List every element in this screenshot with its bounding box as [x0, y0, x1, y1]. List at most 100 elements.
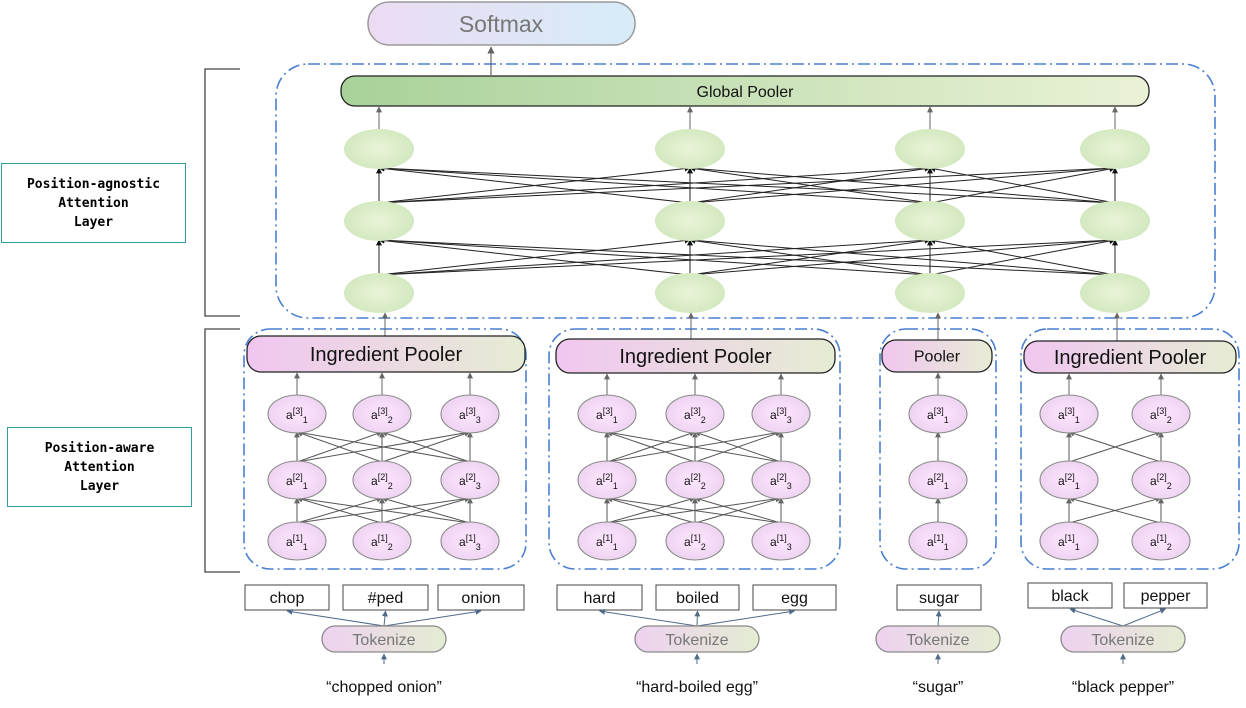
tokenize-box: [634, 625, 760, 653]
ingredient-pooler-label: Ingredient Pooler: [619, 346, 772, 368]
agnostic-connection: [689, 237, 931, 276]
attention-node-label: a[3]3: [770, 406, 792, 425]
attention-node: a[2]1: [908, 460, 968, 500]
agnostic-connection: [378, 165, 931, 204]
attention-node-label: a[1]1: [927, 533, 949, 552]
agnostic-node: [344, 129, 414, 169]
agnostic-container: [275, 63, 1216, 319]
aware-connection: [1068, 430, 1162, 463]
tokenize-label: Tokenize: [1091, 632, 1154, 649]
ingredient-pooler-box: [1023, 340, 1237, 374]
token-label: #ped: [368, 590, 404, 607]
attention-node: a[3]2: [352, 394, 412, 434]
aware-connection: [381, 430, 471, 463]
agnostic-node: [344, 201, 414, 241]
tokenize-to-token-arrow: [383, 608, 482, 627]
global-pooler-box: Global Pooler: [340, 75, 1150, 107]
attention-node-label: a[2]2: [371, 472, 393, 491]
attention-node-label: a[1]2: [371, 533, 393, 552]
tokenize-to-token-arrow: [286, 608, 385, 627]
tokenize-to-token-arrow: [598, 608, 698, 627]
attention-node: a[1]2: [665, 521, 725, 561]
token-box: [1027, 582, 1113, 609]
token-box: [556, 584, 643, 611]
ingredient-pooler-box: [881, 339, 993, 373]
agnostic-connection: [378, 165, 691, 204]
tokenize-to-token-arrow: [1069, 607, 1124, 627]
token-label: egg: [781, 590, 808, 607]
agnostic-node: [895, 201, 965, 241]
attention-node: a[3]1: [1039, 394, 1099, 434]
ingredient-pooler-box: [246, 335, 526, 373]
aware-connection: [606, 430, 696, 463]
token-label: pepper: [1141, 588, 1191, 605]
attention-node-label: a[1]2: [684, 533, 706, 552]
aware-connection: [694, 430, 782, 463]
agnostic-node: [655, 201, 725, 241]
aware-connection: [296, 430, 383, 463]
attention-node: a[2]3: [440, 460, 500, 500]
agnostic-connection: [378, 237, 691, 276]
softmax-box: Softmax: [367, 1, 636, 46]
attention-node: a[2]1: [577, 460, 637, 500]
attention-node-label: a[1]2: [1150, 533, 1172, 552]
agnostic-node: [344, 273, 414, 313]
aware-group-container: [548, 328, 841, 570]
attention-node: a[2]1: [1039, 460, 1099, 500]
attention-node-label: a[1]1: [596, 533, 618, 552]
aware-connection: [296, 429, 471, 463]
position-aware-label: Position-aware Attention Layer: [7, 427, 192, 507]
token-box: [896, 584, 982, 611]
tokenize-to-token-arrow: [1122, 608, 1167, 627]
token-label: sugar: [919, 590, 960, 607]
attention-node-label: a[2]3: [770, 472, 792, 491]
attention-node: a[2]3: [751, 460, 811, 500]
agnostic-node: [1080, 129, 1150, 169]
attention-node-label: a[1]3: [770, 533, 792, 552]
agnostic-node: [1080, 273, 1150, 313]
attention-node-label: a[3]2: [371, 406, 393, 425]
agnostic-connection: [689, 165, 1116, 204]
tokenize-label: Tokenize: [906, 632, 969, 649]
attention-node-label: a[3]3: [459, 406, 481, 425]
ingredient-pooler-box: [555, 338, 836, 374]
token-box: [655, 584, 740, 611]
softmax-label: Softmax: [459, 11, 544, 37]
attention-node: a[3]3: [751, 394, 811, 434]
token-box: [437, 584, 525, 611]
aware-connection: [1068, 496, 1162, 524]
token-label: black: [1051, 588, 1089, 605]
attention-node: a[1]3: [751, 521, 811, 561]
input-phrase: “black pepper”: [1072, 679, 1174, 696]
attention-node: a[2]2: [665, 460, 725, 500]
attention-node: a[1]3: [440, 521, 500, 561]
attention-node: a[1]2: [352, 521, 412, 561]
agnostic-connection: [689, 165, 931, 204]
ingredient-pooler-label: Pooler: [914, 349, 961, 366]
tokenize-to-token-arrow: [935, 610, 942, 627]
attention-node-label: a[2]1: [596, 472, 618, 491]
attention-node: a[3]2: [1131, 394, 1191, 434]
aware-connection: [606, 496, 696, 524]
attention-node-label: a[3]1: [927, 406, 949, 425]
input-phrase: “chopped onion”: [326, 679, 442, 696]
aware-bracket: [204, 328, 240, 573]
aware-connection: [694, 496, 782, 524]
token-box: [244, 584, 330, 611]
agnostic-node: [1080, 201, 1150, 241]
aware-group-container: [1020, 328, 1240, 570]
attention-node: a[1]1: [577, 521, 637, 561]
agnostic-connection: [378, 237, 931, 276]
attention-node-label: a[3]1: [1058, 406, 1080, 425]
tokenize-to-token-arrow: [696, 608, 796, 627]
token-box: [752, 584, 837, 611]
attention-node-label: a[2]2: [684, 472, 706, 491]
attention-node-label: a[2]3: [459, 472, 481, 491]
attention-node-label: a[3]1: [596, 406, 618, 425]
attention-node-label: a[2]1: [927, 472, 949, 491]
token-box: [342, 584, 429, 611]
attention-node: a[3]2: [665, 394, 725, 434]
attention-node: a[1]1: [908, 521, 968, 561]
